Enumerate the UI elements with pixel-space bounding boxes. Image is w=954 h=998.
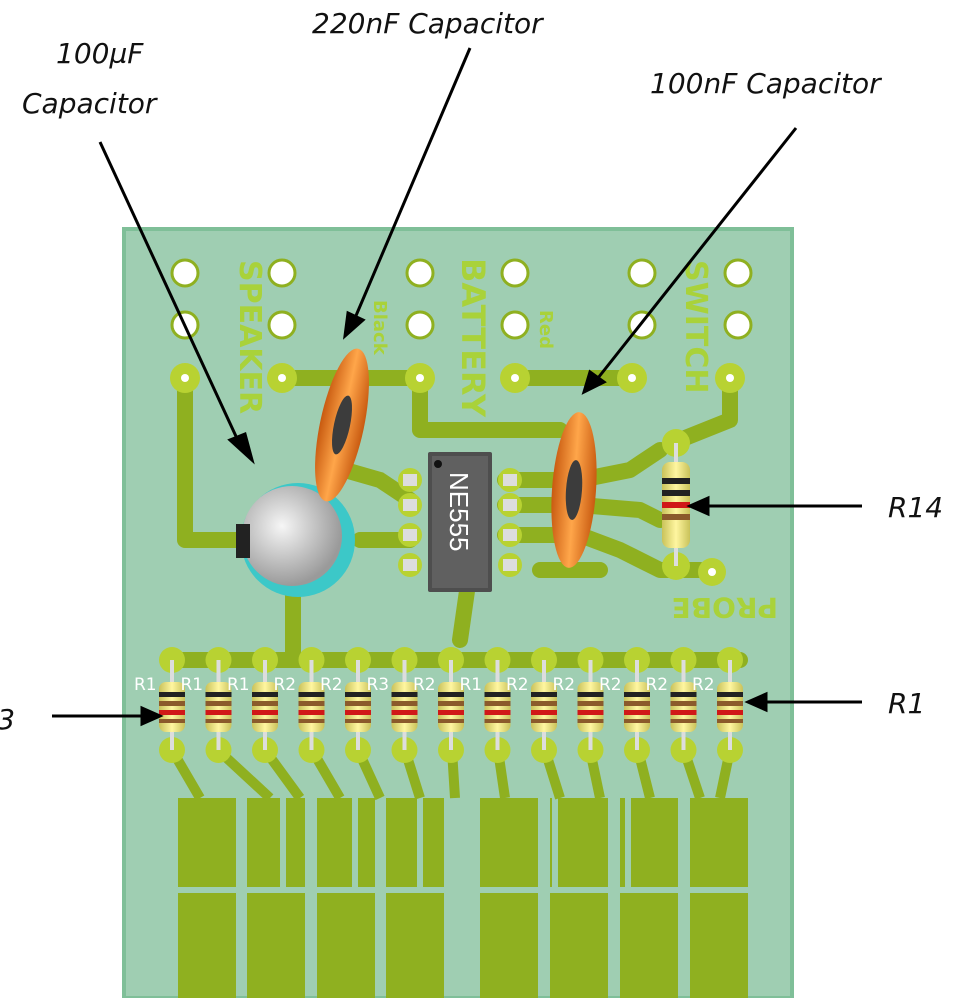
resistor-r14 xyxy=(662,429,690,580)
label-100uf-capacitor-line1: 100µF xyxy=(56,37,144,70)
label-220nf-capacitor: 220nF Capacitor xyxy=(312,7,543,40)
resistor-4: R2 xyxy=(274,647,325,763)
resistor-silk-tag: R2 xyxy=(692,675,715,695)
resistor-1: R1 xyxy=(134,647,185,763)
leader-arrows xyxy=(52,47,862,727)
resistor-silk-tag: R1 xyxy=(227,675,250,695)
label-r1: R1 xyxy=(888,687,926,720)
ic-ne555: NE555 xyxy=(398,452,522,592)
label-100nf-capacitor: 100nF Capacitor xyxy=(650,67,881,100)
resistor-6: R3 xyxy=(367,647,418,763)
silk-speaker: SPEAKER xyxy=(232,260,267,414)
resistor-silk-tag: R1 xyxy=(181,675,204,695)
label-100uf-capacitor-line2: Capacitor xyxy=(22,87,157,120)
silk-black: Black xyxy=(369,300,390,356)
electrolytic-capacitor-100uf xyxy=(236,483,355,597)
resistor-9: R2 xyxy=(506,647,557,763)
resistor-silk-tag: R2 xyxy=(320,675,343,695)
resistor-8: R1 xyxy=(460,647,511,763)
resistor-silk-tag: R2 xyxy=(413,675,436,695)
resistor-2: R1 xyxy=(181,647,232,763)
silk-battery: BATTERY xyxy=(454,258,492,418)
resistor-silk-tag: R2 xyxy=(506,675,529,695)
finger-gaps xyxy=(178,798,748,893)
resistor-silk-tag: R1 xyxy=(460,675,483,695)
silk-red: Red xyxy=(535,310,556,349)
resistor-row: R1 R1 R1 R2 R2 R3 R2 R1 R2 R2 R2 R2 R2 xyxy=(134,647,743,763)
resistor-silk-tag: R2 xyxy=(646,675,669,695)
ic-label: NE555 xyxy=(444,472,474,552)
resistor-11: R2 xyxy=(599,647,650,763)
resistor-5: R2 xyxy=(320,647,371,763)
resistor-10: R2 xyxy=(553,647,604,763)
resistor-12: R2 xyxy=(646,647,697,763)
connector-pads xyxy=(170,258,753,586)
silk-probe: PROBE xyxy=(672,591,778,624)
contact-fingers xyxy=(178,798,748,998)
silk-switch: SWITCH xyxy=(678,260,713,393)
resistor-7: R2 xyxy=(413,647,464,763)
ceramic-capacitor-220nf xyxy=(315,348,369,502)
label-r14: R14 xyxy=(888,491,944,524)
resistor-silk-tag: R2 xyxy=(553,675,576,695)
ceramic-capacitor-100nf xyxy=(551,412,597,568)
resistor-3: R1 xyxy=(227,647,278,763)
resistor-silk-tag: R2 xyxy=(599,675,622,695)
resistor-silk-tag: R2 xyxy=(274,675,297,695)
resistor-13: R2 xyxy=(692,647,743,763)
resistor-silk-tag: R1 xyxy=(134,675,157,695)
label-r13: R13 xyxy=(0,702,15,738)
resistor-silk-tag: R3 xyxy=(367,675,390,695)
